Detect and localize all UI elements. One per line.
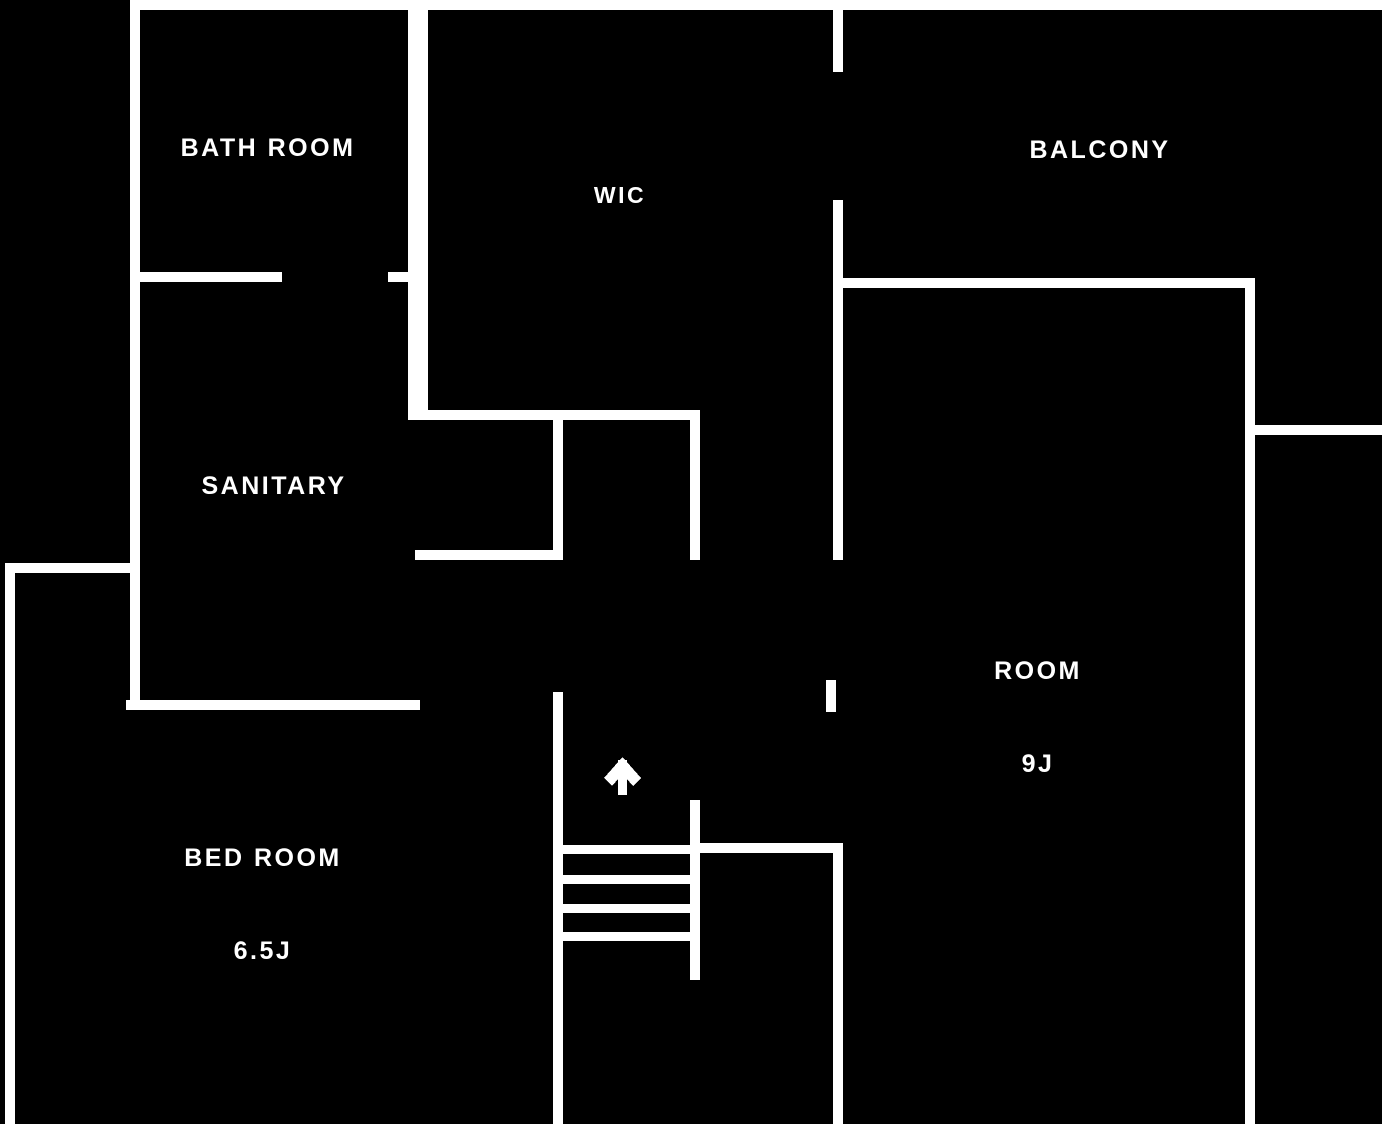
- wall-bathroom-right: [408, 0, 418, 280]
- wall-group: [5, 0, 1382, 1124]
- room-name-balcony: BALCONY: [1029, 135, 1171, 164]
- wall-hall-closet-bottom: [415, 550, 563, 560]
- stair-tread: [553, 845, 697, 854]
- wall-sanitary-left: [130, 280, 140, 710]
- room-name-wic: WIC: [593, 181, 647, 208]
- wall-top-outer: [130, 0, 1382, 10]
- room-label-wic: WIC: [594, 123, 646, 267]
- wall-sanitary-bottom: [126, 700, 420, 710]
- wall-stair-right-upper: [690, 800, 700, 980]
- wall-room9j-left-lower: [833, 843, 843, 1124]
- wall-balcony-bottom: [843, 278, 1245, 288]
- up-arrow-icon: [604, 757, 641, 795]
- wall-wic-right-lower: [833, 200, 843, 560]
- wall-wic-right-upper: [833, 0, 843, 72]
- wall-bathroom-bottom-left: [130, 272, 282, 282]
- wall-sanitary-right: [408, 280, 418, 420]
- room-label-bed-room: BED ROOM 6.5J: [184, 780, 342, 1030]
- wall-balcony-right-ledge: [1245, 425, 1382, 435]
- wall-hall-top: [418, 410, 700, 420]
- room-name-bath-room: BATH ROOM: [180, 133, 356, 162]
- room-name-room-9j: ROOM: [994, 656, 1082, 685]
- stair-tread: [553, 932, 697, 941]
- wall-stair-lower-right: [697, 843, 843, 853]
- room-name-bed-room: BED ROOM: [184, 843, 342, 872]
- wall-left-outer-top: [5, 563, 135, 573]
- wall-hall-closet-left: [553, 420, 563, 560]
- wall-balcony-right-divider: [1245, 278, 1255, 425]
- room-label-balcony: BALCONY: [1029, 72, 1170, 228]
- wall-right-outer-lower: [1245, 435, 1255, 1124]
- wall-room9j-door-stub: [826, 680, 836, 712]
- room-area-bed-room: 6.5J: [233, 937, 293, 966]
- room-label-sanitary: SANITARY: [202, 408, 347, 564]
- room-label-room-9j: ROOM 9J: [994, 593, 1082, 843]
- stair-tread: [553, 904, 697, 913]
- room-name-sanitary: SANITARY: [201, 471, 347, 500]
- wall-hall-closet-right: [690, 420, 700, 560]
- wall-bathroom-left: [130, 0, 140, 280]
- room-area-room-9j: 9J: [1021, 750, 1055, 779]
- wall-bathroom-bottom-right: [388, 272, 418, 282]
- room-label-bath-room: BATH ROOM: [181, 70, 356, 226]
- wall-left-outer: [5, 563, 15, 1124]
- wall-wic-left: [418, 0, 428, 420]
- stair-tread: [553, 875, 697, 884]
